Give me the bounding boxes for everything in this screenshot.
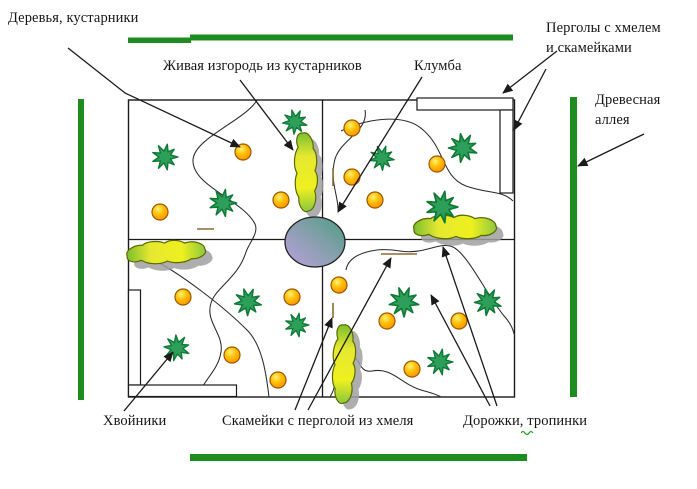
garden-path-line — [332, 109, 366, 212]
arrow-bench-horizontal — [307, 257, 392, 411]
tree-shrub-icon — [330, 276, 348, 294]
arrow-trees-shrubs — [67, 47, 241, 148]
label-trees-shrubs: Деревья, кустарники — [8, 8, 139, 28]
tree-shrub-icon — [343, 119, 361, 137]
label-hedge-text: Живая изгородь из кустарников — [163, 58, 362, 74]
pergola-structure — [416, 97, 514, 111]
tree-shrub-icon — [151, 203, 169, 221]
arrow-bench-vertical — [294, 317, 333, 411]
arrow-flowerbed — [337, 76, 423, 213]
pergola-structure — [127, 289, 142, 386]
label-conifers-text: Хвойники — [103, 413, 167, 429]
label-benches-text: Скамейки с перголой из хмеля — [222, 413, 414, 429]
arrow-paths-2 — [441, 246, 498, 407]
pergola-structure — [499, 109, 514, 194]
label-pergolas: Перголы с хмелем и скамейками — [546, 18, 661, 58]
tree-alley-bar-left — [78, 99, 84, 400]
trees-shrubs-group — [151, 119, 468, 389]
spellcheck-squiggle-icon — [521, 430, 534, 435]
flowerbed-ellipse — [284, 216, 346, 268]
tree-shrub-icon — [403, 360, 421, 378]
arrow-pergola-top — [502, 50, 558, 94]
tree-alley-bar-top-left — [128, 37, 191, 43]
tree-alley-bar-bottom — [190, 454, 527, 461]
tree-shrub-icon — [366, 191, 384, 209]
hedge-shape — [413, 214, 498, 240]
tree-alley-bar-top — [190, 34, 513, 41]
tree-shrub-icon — [269, 371, 287, 389]
pergolas-group — [127, 97, 514, 398]
arrow-tree-alley — [577, 133, 645, 167]
label-tree-alley: Древесная аллея — [595, 90, 660, 130]
label-flowerbed-text: Клумба — [414, 58, 462, 74]
garden-path-line — [340, 118, 514, 202]
tree-alley-bar-right — [570, 97, 577, 397]
arrow-pergola-right — [513, 68, 547, 131]
tree-shrub-icon — [223, 346, 241, 364]
arrow-paths-1 — [430, 294, 491, 407]
label-flowerbed: Клумба — [414, 56, 462, 76]
label-paths: Дорожки, тропинки — [463, 411, 588, 435]
tree-shrub-icon — [174, 288, 192, 306]
label-paths-text: Дорожки, тропинки — [463, 413, 588, 429]
label-tree-alley-text: Древесная аллея — [595, 92, 661, 128]
benches — [197, 168, 417, 318]
pergola-structure — [127, 384, 238, 398]
label-conifers: Хвойники — [103, 411, 166, 431]
tree-shrub-icon — [283, 288, 301, 306]
arrow-hedge — [239, 79, 294, 151]
garden-path-line — [145, 255, 270, 398]
tree-shrub-icon — [450, 312, 468, 330]
tree-shrub-icon — [234, 143, 252, 161]
tree-shrub-icon — [343, 168, 361, 186]
tree-shrub-icon — [378, 312, 396, 330]
label-hedge: Живая изгородь из кустарников — [163, 56, 362, 76]
annotation-arrows — [67, 47, 645, 412]
garden-path-line — [345, 245, 515, 335]
label-trees-shrubs-text: Деревья, кустарники — [8, 10, 139, 26]
garden-path-line — [192, 99, 258, 398]
label-benches: Скамейки с перголой из хмеля — [222, 411, 413, 431]
label-pergolas-text: Перголы с хмелем и скамейками — [546, 20, 661, 56]
tree-shrub-icon — [428, 155, 446, 173]
tree-shrub-icon — [272, 191, 290, 209]
arrow-conifers — [123, 351, 174, 412]
